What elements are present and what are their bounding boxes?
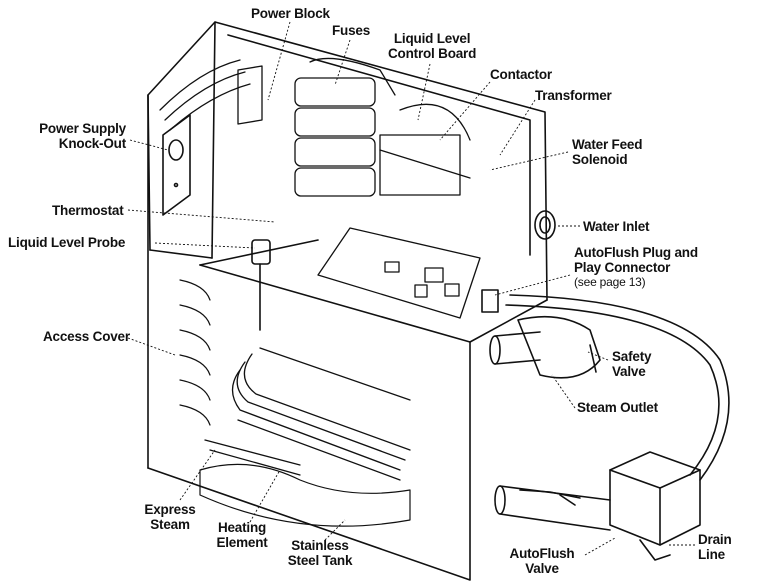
label-safety-valve: Safety Valve	[612, 349, 652, 379]
label-fuses: Fuses	[332, 23, 371, 38]
label-line: Stainless	[291, 538, 349, 553]
label-line: Play Connector	[574, 260, 671, 275]
safety-valve-assembly	[489, 315, 601, 379]
label-note: (see page 13)	[574, 275, 646, 289]
knockout-plate	[162, 114, 191, 216]
label-line: AutoFlush	[509, 546, 575, 561]
label-transformer: Transformer	[535, 88, 612, 103]
label-line: Safety	[612, 349, 652, 364]
plug-connector	[481, 289, 499, 313]
label-autoflush-valve: AutoFlush Valve	[505, 546, 579, 576]
label-line: Liquid Level	[393, 31, 471, 46]
label-line: Heating	[217, 520, 267, 535]
drain-line	[505, 294, 730, 481]
label-liquid-level-probe: Liquid Level Probe	[8, 235, 126, 250]
tank-floor	[199, 463, 411, 527]
label-line: Water Feed	[572, 137, 643, 152]
label-line: Drain	[698, 532, 732, 547]
label-steam-outlet: Steam Outlet	[577, 400, 658, 415]
fuse-stack	[159, 57, 396, 197]
label-power-supply-knockout: Power Supply Knock-Out	[34, 121, 126, 151]
label-line: Valve	[525, 561, 559, 576]
autoflush-valve-body	[494, 451, 701, 561]
access-cover-ribs	[179, 279, 211, 426]
label-express-steam: Express Steam	[140, 502, 200, 532]
label-liquid-level-control-board: Liquid Level Control Board	[388, 31, 476, 61]
label-heating-element: Heating Element	[210, 520, 274, 550]
label-access-cover: Access Cover	[43, 329, 130, 344]
label-autoflush-plug: AutoFlush Plug and Play Connector (see p…	[574, 245, 698, 290]
label-contactor: Contactor	[490, 67, 552, 82]
label-water-feed-solenoid: Water Feed Solenoid	[572, 137, 642, 167]
label-line: Knock-Out	[58, 136, 126, 151]
label-stainless-steel-tank: Stainless Steel Tank	[284, 538, 356, 568]
label-line: Power Supply	[39, 121, 126, 136]
label-thermostat: Thermostat	[52, 203, 124, 218]
label-drain-line: Drain Line	[698, 532, 732, 562]
control-board	[317, 103, 481, 319]
cabinet	[147, 21, 548, 581]
label-line: Solenoid	[572, 152, 628, 167]
label-line: Steel Tank	[287, 553, 353, 568]
label-line: Express	[144, 502, 196, 517]
probe	[251, 239, 271, 331]
label-line: Element	[216, 535, 268, 550]
label-line: AutoFlush Plug and	[574, 245, 698, 260]
label-water-inlet: Water Inlet	[583, 219, 650, 234]
label-line: Line	[698, 547, 725, 562]
leader-lines	[127, 21, 695, 556]
label-power-block: Power Block	[251, 6, 330, 21]
label-line: Steam	[150, 517, 190, 532]
label-line: Control Board	[388, 46, 477, 61]
heating-elements	[204, 347, 411, 481]
water-inlet-fitting	[534, 210, 556, 240]
label-line: Valve	[612, 364, 646, 379]
